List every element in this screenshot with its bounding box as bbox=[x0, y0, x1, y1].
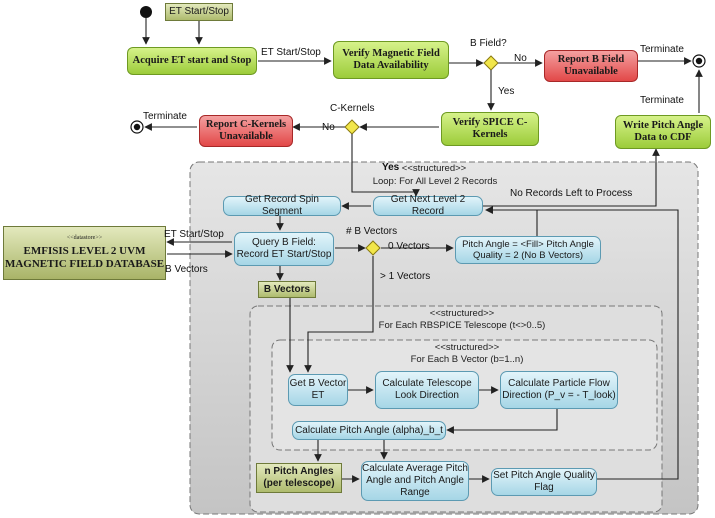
emfisis-database: <<datastore>> EMFISIS LEVEL 2 UVM MAGNET… bbox=[3, 226, 166, 280]
et-start-stop-note: ET Start/Stop bbox=[165, 3, 233, 21]
acquire-et-action[interactable]: Acquire ET start and Stop bbox=[127, 47, 257, 75]
label-terminate-3: Terminate bbox=[143, 111, 187, 122]
loop-region-stereotype: <<structured>> bbox=[401, 163, 467, 174]
label-gt1-vectors: > 1 Vectors bbox=[380, 271, 431, 282]
label-num-b-vectors: # B Vectors bbox=[346, 226, 398, 237]
final-node-left bbox=[130, 120, 144, 134]
edge-gt1-to-getb bbox=[304, 256, 374, 373]
report-c-kernels-unavailable[interactable]: Report C-Kernels Unavailable bbox=[199, 115, 293, 147]
b-vectors-object: B Vectors bbox=[258, 281, 316, 298]
telescope-region-title: For Each RBSPICE Telescope (t<>0..5) bbox=[378, 320, 546, 331]
initial-node bbox=[140, 6, 152, 18]
pitch-angle-fill[interactable]: Pitch Angle = <Fill> Pitch Angle Quality… bbox=[455, 236, 601, 264]
label-yes-2: Yes bbox=[382, 162, 400, 173]
query-b-field[interactable]: Query B Field: Record ET Start/Stop bbox=[234, 232, 334, 266]
datastore-stereotype: <<datastore>> bbox=[66, 235, 103, 241]
final-node-top-right bbox=[692, 54, 706, 68]
decision-b-vectors bbox=[365, 240, 381, 256]
label-b-vectors-flow: B Vectors bbox=[165, 264, 208, 275]
verify-magnetic-field-action[interactable]: Verify Magnetic Field Data Availability bbox=[333, 41, 449, 79]
report-b-field-unavailable[interactable]: Report B Field Unavailable bbox=[544, 50, 638, 82]
loop-region-title: Loop: For All Level 2 Records bbox=[372, 176, 498, 187]
bvector-region-title: For Each B Vector (b=1..n) bbox=[410, 354, 524, 365]
calc-pitch-angle[interactable]: Calculate Pitch Angle (alpha)_b_t bbox=[292, 421, 446, 440]
get-next-level2-record[interactable]: Get Next Level 2 Record bbox=[373, 194, 483, 217]
label-c-kernels: C-Kernels bbox=[330, 103, 375, 114]
get-record-spin-segment[interactable]: Get Record Spin Segment bbox=[223, 194, 341, 217]
edge-no-records-to-write bbox=[483, 148, 660, 207]
n-pitch-angles-object: n Pitch Angles (per telescope) bbox=[256, 463, 342, 493]
edge-flow-to-pitch bbox=[446, 409, 558, 434]
calc-average-pitch-angle[interactable]: Calculate Average Pitch Angle and Pitch … bbox=[361, 461, 469, 501]
label-et-start-stop-2: ET Start/Stop bbox=[164, 229, 224, 240]
calc-telescope-look[interactable]: Calculate Telescope Look Direction bbox=[375, 371, 479, 409]
get-b-vector-et[interactable]: Get B Vector ET bbox=[288, 374, 348, 406]
edge-ck-yes-to-get-next bbox=[351, 134, 420, 197]
label-yes-1: Yes bbox=[498, 86, 515, 97]
write-pitch-angle-action[interactable]: Write Pitch Angle Data to CDF bbox=[615, 115, 711, 149]
label-terminate-1: Terminate bbox=[640, 44, 684, 55]
telescope-region-stereotype: <<structured>> bbox=[429, 308, 495, 319]
label-terminate-2: Terminate bbox=[640, 95, 684, 106]
set-pitch-angle-quality[interactable]: Set Pitch Angle Quality Flag bbox=[491, 468, 597, 496]
label-et-start-stop-1: ET Start/Stop bbox=[261, 47, 321, 58]
edge-quality-loop-back bbox=[485, 206, 679, 480]
decision-b-field bbox=[483, 55, 499, 71]
label-no-2: No bbox=[322, 122, 335, 133]
calc-particle-flow[interactable]: Calculate Particle Flow Direction (P_v =… bbox=[500, 371, 618, 409]
bvector-region-stereotype: <<structured>> bbox=[434, 342, 500, 353]
label-zero-vectors: 0 Vectors bbox=[388, 241, 430, 252]
label-b-field-question: B Field? bbox=[470, 38, 507, 49]
label-no-1: No bbox=[514, 53, 527, 64]
database-name: EMFISIS LEVEL 2 UVM MAGNETIC FIELD DATAB… bbox=[4, 245, 165, 270]
decision-c-kernels bbox=[344, 119, 360, 135]
label-no-records: No Records Left to Process bbox=[510, 188, 633, 199]
verify-spice-action[interactable]: Verify SPICE C-Kernels bbox=[441, 112, 539, 146]
